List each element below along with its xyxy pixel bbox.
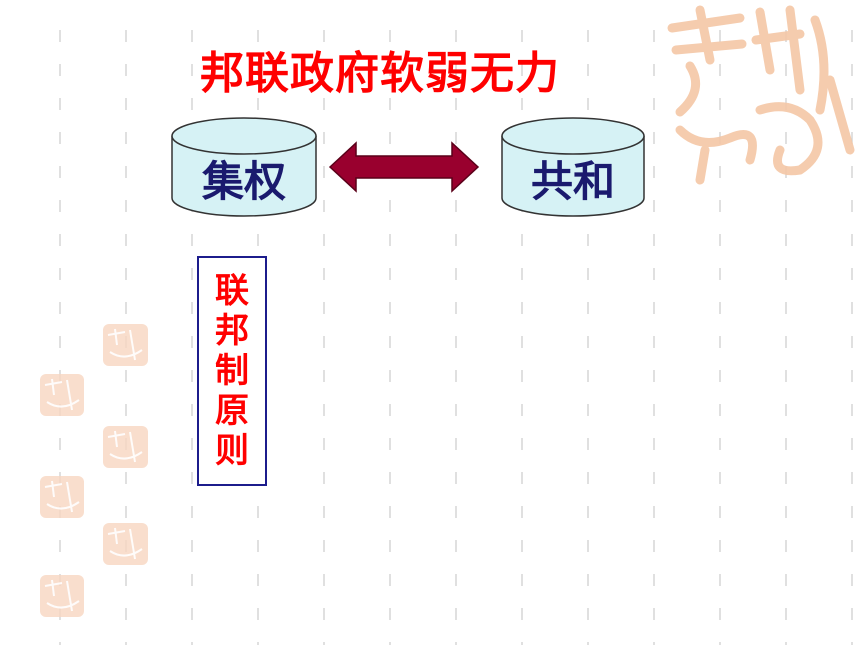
- cylinder-box-centralization: 集权: [170, 116, 318, 218]
- cylinder-box-republic: 共和: [500, 116, 646, 218]
- vertical-char: 则: [215, 431, 249, 471]
- seal-watermark-icon: [667, 5, 855, 185]
- seal-watermark-icon: [40, 324, 148, 617]
- vertical-char: 联: [215, 271, 249, 311]
- double-arrow-icon: [328, 141, 480, 193]
- vertical-char: 原: [215, 391, 249, 431]
- vertical-char: 制: [215, 351, 249, 391]
- federalism-principle-box: 联 邦 制 原 则: [197, 256, 267, 486]
- cylinder-shape: [171, 117, 317, 217]
- cylinder-shape: [501, 117, 645, 217]
- centralization-label: 集权: [201, 157, 286, 206]
- vertical-char: 邦: [215, 311, 249, 351]
- republic-label: 共和: [530, 157, 615, 206]
- slide-title: 邦联政府软弱无力: [200, 48, 560, 99]
